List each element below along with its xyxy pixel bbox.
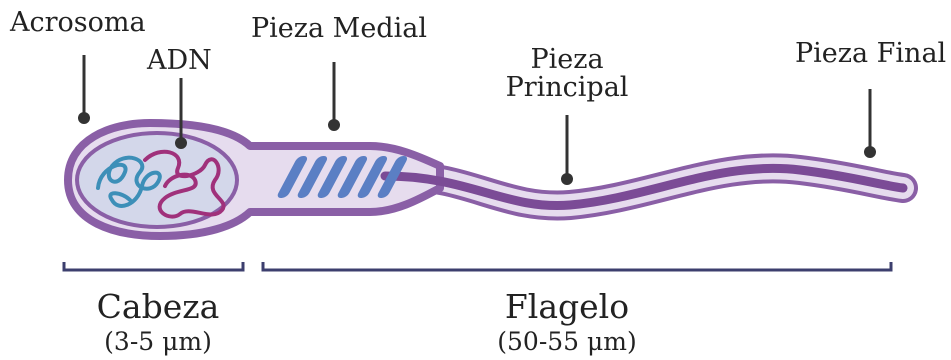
section-head-name: Cabeza bbox=[97, 287, 220, 326]
bracket-flagellum bbox=[263, 262, 891, 270]
section-flagellum-name: Flagelo bbox=[505, 287, 629, 326]
label-endpiece: Pieza Final bbox=[795, 38, 946, 69]
pointer-dot-acrosome bbox=[78, 112, 90, 124]
pointer-dot-endpiece bbox=[864, 146, 876, 158]
bracket-head bbox=[64, 262, 243, 270]
section-flagellum-size: (50-55 μm) bbox=[497, 327, 636, 356]
pointer-dot-dna bbox=[175, 137, 187, 149]
section-head-size: (3-5 μm) bbox=[104, 327, 212, 356]
label-dna: ADN bbox=[146, 45, 212, 76]
brackets bbox=[64, 262, 891, 270]
pointer-dot-midpiece bbox=[328, 119, 340, 131]
sperm-cell bbox=[68, 123, 903, 236]
label-midpiece: Pieza Medial bbox=[251, 13, 427, 44]
label-principal-line1: Pieza bbox=[530, 44, 603, 75]
pointer-dot-principal bbox=[561, 173, 573, 185]
label-principal-line2: Principal bbox=[506, 72, 629, 103]
label-acrosome: Acrosoma bbox=[9, 7, 146, 38]
